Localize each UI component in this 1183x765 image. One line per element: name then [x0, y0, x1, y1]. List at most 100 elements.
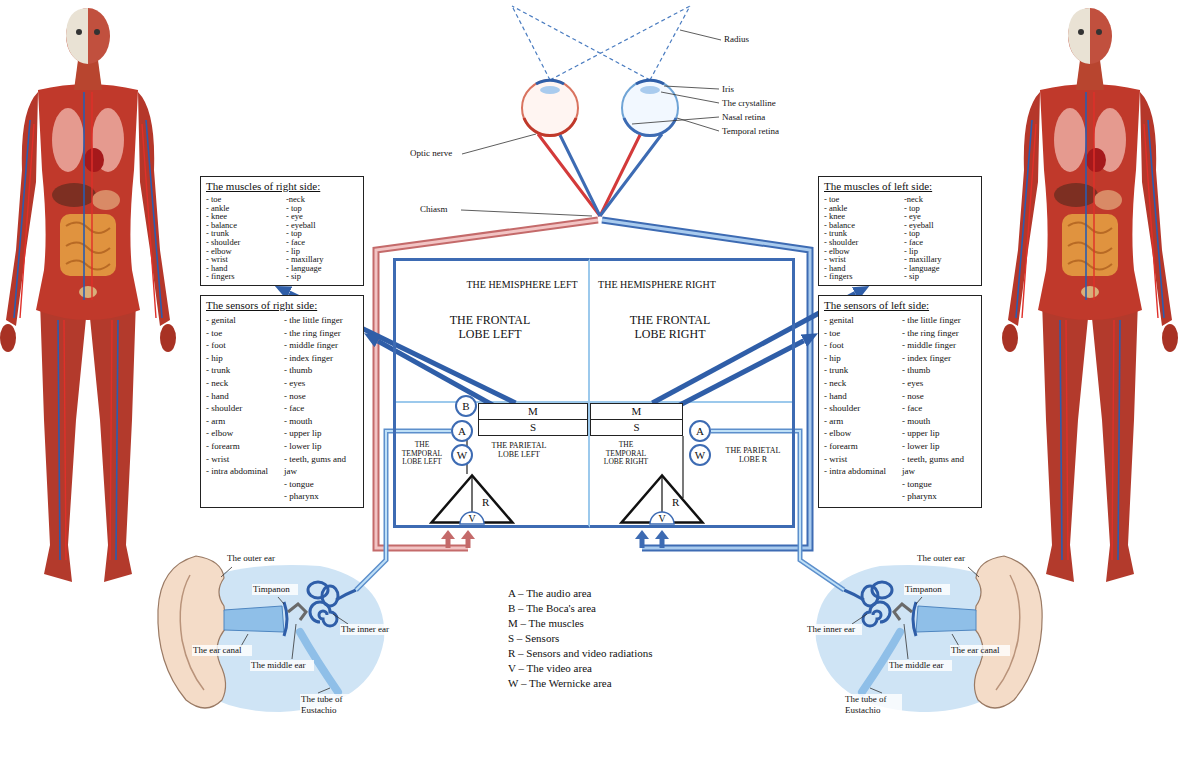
list-item: - pharynx [284, 490, 359, 503]
list-item: - face [284, 402, 359, 415]
lobe-region: THE FRONTAL LOBE LEFT [435, 314, 545, 342]
list-item: - index finger [902, 352, 977, 365]
list-column: - the little finger- the ring finger- mi… [284, 314, 359, 503]
list-item: - neck [824, 377, 902, 390]
list-item: - fingers [824, 272, 904, 281]
legend-key-line: R – Sensors and video radiations [508, 646, 653, 660]
list-item: - maxillary [904, 255, 977, 264]
part-label: The middle ear [888, 660, 952, 671]
radiation-letter: R [482, 496, 489, 508]
optic-nerves [538, 134, 662, 216]
list-item: - intra abdominal [206, 465, 284, 478]
list-item: - wrist [824, 453, 902, 466]
lobe-dividers [396, 402, 792, 498]
legend-key-line: M – The muscles [508, 616, 584, 630]
list-item: - toe [824, 195, 904, 204]
radiation-triangle: RV [430, 474, 514, 524]
area-strip: M [590, 403, 683, 420]
eyes [624, 118, 676, 136]
list-item: - genital [206, 314, 284, 327]
list-item: - intra abdominal [824, 465, 902, 478]
muscle-list-box: The muscles of right side:- toe- ankle- … [200, 176, 364, 286]
muscle-list-box: The muscles of left side:- toe- ankle- k… [818, 176, 982, 286]
radiation-letter: R [672, 496, 679, 508]
area-circle: A [451, 420, 473, 442]
list-column: - genital- toe- foot- hip- trunk- neck- … [206, 314, 284, 503]
area-strip: S [478, 419, 588, 436]
semicircle-outline [650, 512, 674, 524]
list-item: - the little finger [284, 314, 359, 327]
list-item: - top [904, 204, 977, 213]
visual-pathway-pink [461, 530, 475, 539]
sight-lines [512, 6, 690, 80]
list-item: - hand [824, 390, 902, 403]
list-item: - the ring finger [284, 327, 359, 340]
part-label: Chiasm [420, 204, 448, 215]
list-item: - tongue [284, 478, 359, 491]
visual-pathway-blue [602, 220, 810, 548]
list-item: - fingers [206, 272, 286, 281]
lobe-label: THE PARIETAL LOBE R [716, 446, 790, 464]
list-item: - upper lip [284, 427, 359, 440]
list-item: - sip [286, 272, 359, 281]
list-item: - genital [824, 314, 902, 327]
list-item: - hand [206, 264, 286, 273]
list-item: - eyes [902, 377, 977, 390]
part-label: The inner ear [340, 624, 396, 635]
list-item: - lip [904, 247, 977, 256]
list-item: - wrist [206, 255, 286, 264]
part-label: The outer ear [916, 553, 976, 564]
list-item: -neck [286, 195, 359, 204]
illustration [0, 8, 176, 582]
list-title: The sensors of left side: [824, 299, 977, 312]
list-item: - knee [824, 212, 904, 221]
eyes [536, 80, 564, 84]
list-item: - upper lip [902, 427, 977, 440]
list-item: - middle finger [902, 339, 977, 352]
sensor-list-box: The sensors of left side:- genital- toe-… [818, 295, 982, 508]
area-letter: A [691, 422, 709, 440]
illustration [1002, 8, 1178, 582]
area-circle: B [455, 395, 477, 417]
part-label: Nasal retina [722, 112, 765, 123]
list-item: - toe [206, 195, 286, 204]
sight-lines [512, 6, 690, 80]
list-item: - elbow [824, 247, 904, 256]
list-item: - forearm [206, 440, 284, 453]
leader-lines [461, 30, 721, 216]
part-label: Radius [724, 34, 749, 45]
eyes [636, 80, 664, 84]
area-strip: M [478, 403, 588, 420]
optic-nerves [538, 134, 640, 216]
part-label: The tube of Eustachio [300, 694, 358, 716]
visual-pathway-pink [376, 220, 598, 548]
list-item: - face [904, 238, 977, 247]
list-item: - top [904, 229, 977, 238]
list-column: -neck- top- eye- eyeball- top- face- lip… [286, 195, 359, 281]
list-item: -neck [904, 195, 977, 204]
list-item: - thumb [284, 364, 359, 377]
list-item: - balance [206, 221, 286, 230]
area-letter: S [591, 420, 682, 435]
list-item: - nose [284, 390, 359, 403]
auditory-pathway [356, 431, 451, 590]
list-item: - lower lip [902, 440, 977, 453]
legend-key-line: W – The Wernicke area [508, 676, 612, 690]
list-item: - face [286, 238, 359, 247]
area-letter: M [479, 404, 587, 419]
list-item: - mouth [902, 415, 977, 428]
visual-pathway-blue [642, 538, 662, 548]
list-item: - trunk [824, 364, 902, 377]
part-label: The crystalline [722, 98, 776, 109]
part-label: The middle ear [250, 660, 314, 671]
lobe-region: THE PARIETAL LOBE R [716, 446, 790, 464]
list-item: - foot [824, 339, 902, 352]
hemisphere-label: THE HEMISPHERE LEFT [464, 279, 580, 291]
part-label: The ear canal [950, 645, 1010, 656]
list-item: - pharynx [902, 490, 977, 503]
list-column: - toe- ankle- knee- balance- trunk- shou… [206, 195, 286, 281]
list-item: - trunk [206, 229, 286, 238]
visual-pathway-blue [602, 220, 810, 548]
visual-pathway-blue [602, 220, 810, 548]
